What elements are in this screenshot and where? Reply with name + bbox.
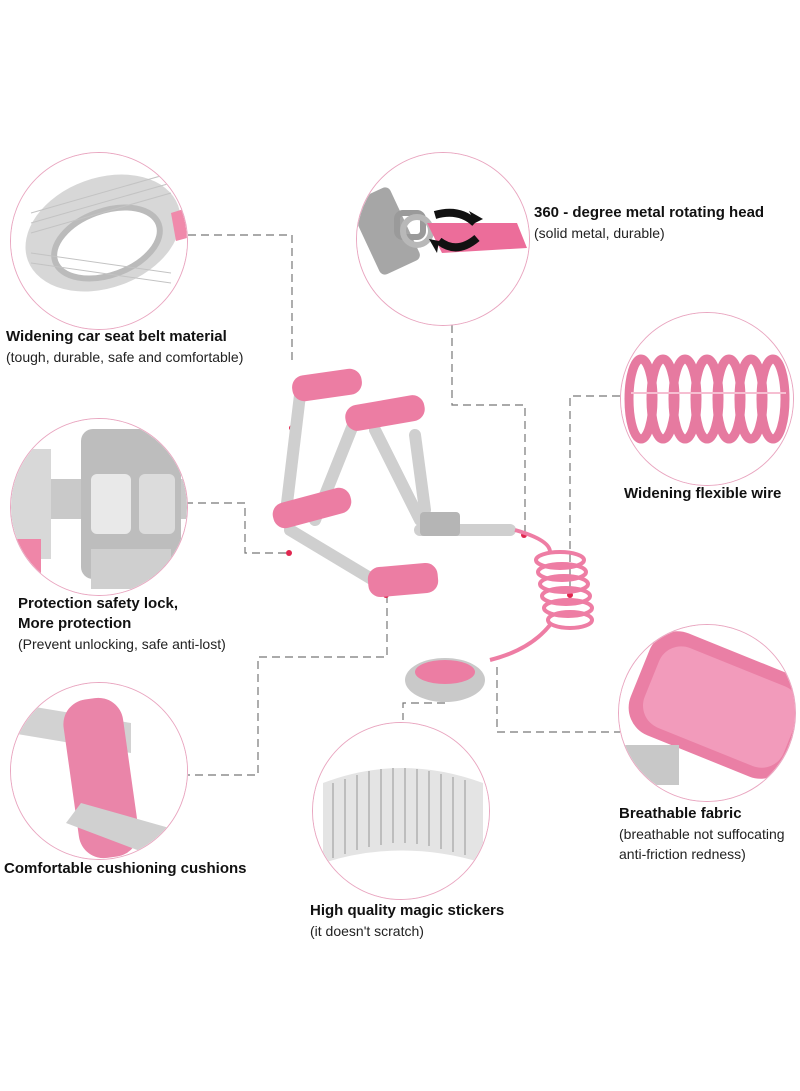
breathable-label: Breathable fabric (breathable not suffoc… [619, 804, 785, 864]
magic-sticker-closeup-image [312, 722, 490, 900]
flexible-wire-label: Widening flexible wire [624, 484, 781, 504]
breathable-title: Breathable fabric [619, 805, 742, 822]
magic-sticker-subtitle: (it doesn't scratch) [310, 923, 424, 939]
safety-lock-title: Protection safety lock, [18, 595, 179, 612]
flexible-wire-title: Widening flexible wire [624, 485, 782, 502]
magic-sticker-title: High quality magic stickers [310, 902, 505, 919]
flexible-wire-closeup-image [620, 312, 794, 486]
safety-lock-title-2: More protection [18, 615, 132, 632]
rotating-head-label: 360 - degree metal rotating head (solid … [534, 203, 764, 243]
magic-sticker-label: High quality magic stickers (it doesn't … [310, 901, 504, 941]
safety-lock-label: Protection safety lock, More protection … [18, 594, 226, 654]
breathable-subtitle: (breathable not suffocating [619, 826, 785, 842]
seatbelt-subtitle: (tough, durable, safe and comfortable) [6, 349, 244, 365]
breathable-subtitle-2: anti-friction redness) [619, 846, 746, 862]
safety-lock-closeup-image [10, 418, 188, 596]
rotating-head-closeup-image [356, 152, 530, 326]
child-harness-product-image [272, 368, 594, 702]
cushion-closeup-image [10, 682, 188, 860]
cushion-title: Comfortable cushioning cushions [4, 860, 247, 877]
rotating-head-subtitle: (solid metal, durable) [534, 225, 665, 241]
safety-lock-subtitle: (Prevent unlocking, safe anti-lost) [18, 636, 226, 652]
seatbelt-closeup-image [10, 152, 188, 330]
rotating-head-title: 360 - degree metal rotating head [534, 204, 765, 221]
seatbelt-label: Widening car seat belt material (tough, … [6, 327, 243, 367]
cushion-label: Comfortable cushioning cushions [4, 859, 247, 879]
seatbelt-title: Widening car seat belt material [6, 328, 227, 345]
breathable-fabric-closeup-image [618, 624, 796, 802]
